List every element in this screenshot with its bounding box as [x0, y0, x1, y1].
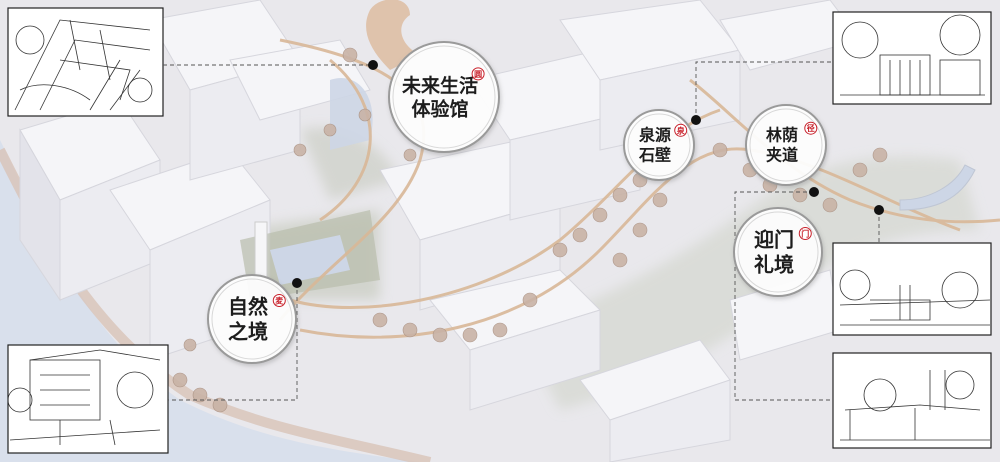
- sketch-canopy: [832, 352, 992, 449]
- dot-welcome-gate: [809, 187, 819, 197]
- dot-future-life: [368, 60, 378, 70]
- water-channel: [899, 164, 976, 211]
- sketch-building: [7, 344, 169, 454]
- node-label-line1: 迎门: [754, 228, 794, 252]
- node-label-line2: 之境: [228, 320, 268, 344]
- seal-stamp-text: 门: [801, 229, 809, 239]
- node-label-line2: 礼境: [754, 253, 794, 277]
- dot-natural-realm: [292, 278, 302, 288]
- dot-spring-stone: [691, 115, 701, 125]
- node-label-line1: 未来生活: [401, 74, 478, 97]
- seal-stamp-text: 麦: [275, 296, 284, 306]
- node-label-line2: 体验馆: [411, 98, 468, 121]
- sketch-images: [7, 7, 992, 454]
- connection-dots: [292, 60, 884, 288]
- buildings: [19, 0, 861, 462]
- seal-stamp-icon: [471, 67, 485, 81]
- node-label-line1: 林荫: [766, 126, 798, 145]
- node-inner-ring: [749, 108, 823, 182]
- node-inner-ring: [211, 278, 293, 360]
- seal-stamp-icon: [798, 227, 812, 241]
- node-inner-ring: [737, 211, 819, 293]
- node-inner-ring: [627, 113, 691, 177]
- seal-stamp-text: 泉: [676, 125, 686, 135]
- node-label-line1: 泉源: [639, 126, 671, 145]
- leader-welcome-gate: [734, 191, 833, 401]
- node-label-line2: 夹道: [766, 146, 798, 165]
- experience-hall: [366, 0, 420, 70]
- node-inner-ring: [392, 45, 496, 149]
- leader-natural-realm: [168, 283, 298, 401]
- seal-stamp-icon: [272, 294, 286, 308]
- seal-stamp-icon: [674, 123, 688, 137]
- node-label-line2: 石壁: [638, 146, 671, 165]
- central-plaza: [240, 78, 380, 300]
- sketch-gate: [832, 11, 992, 105]
- seal-stamp-text: 圆: [474, 70, 482, 79]
- trees: [172, 47, 888, 413]
- sketch-entrance: [832, 242, 992, 336]
- dot-forest-path: [874, 205, 884, 215]
- node-circle: [388, 41, 500, 153]
- sketch-pavilion: [7, 7, 164, 117]
- seal-stamp-text: 径: [807, 123, 815, 133]
- node-label-line1: 自然: [228, 295, 268, 319]
- seal-stamp-icon: [804, 121, 818, 135]
- leader-spring-stone: [695, 61, 833, 120]
- leader-lines: [163, 61, 880, 401]
